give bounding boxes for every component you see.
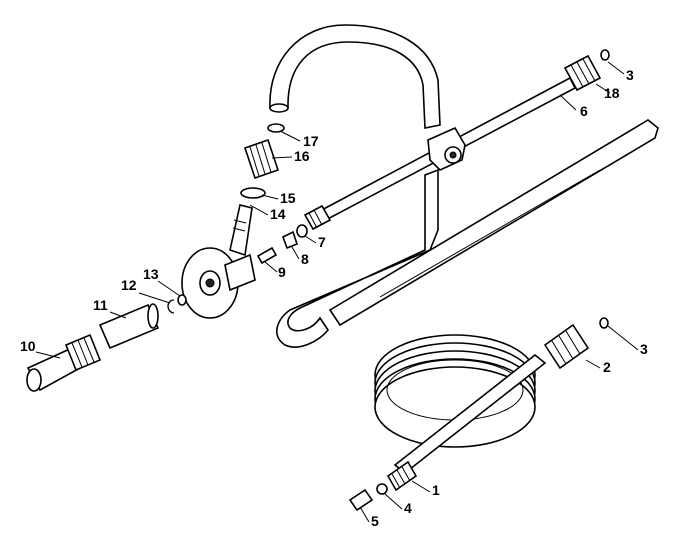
callout-17: 17	[303, 133, 319, 149]
o-ring-7	[296, 224, 308, 238]
nipple-5	[348, 488, 374, 512]
curved-hose	[269, 24, 441, 129]
callout-9: 9	[278, 264, 286, 280]
leader-lines	[35, 61, 639, 523]
callout-18: 18	[604, 85, 620, 101]
callout-16: 16	[294, 148, 310, 164]
callout-8: 8	[301, 251, 309, 267]
callout-labels: 1 2 3 3 4 5 6 7 8 9 10 11 12 13 14 15 16…	[20, 67, 648, 529]
callout-11: 11	[93, 297, 108, 313]
knurled-nut	[243, 138, 280, 180]
callout-15: 15	[280, 190, 296, 206]
lance-clamp	[427, 126, 466, 171]
callout-4: 4	[404, 500, 412, 516]
circlip-12	[167, 299, 175, 314]
o-ring-3	[599, 317, 609, 329]
nozzle-disk	[181, 204, 256, 319]
pin-9	[256, 246, 278, 265]
fitting-8	[282, 230, 298, 250]
callout-3-bottom: 3	[640, 341, 648, 357]
lance-end-fitting	[563, 54, 602, 92]
grip-handle	[26, 333, 102, 392]
ring-13	[177, 294, 187, 306]
callout-12: 12	[121, 277, 137, 293]
callout-10: 10	[20, 338, 36, 354]
hose-end-fitting	[386, 460, 418, 492]
callout-13: 13	[143, 266, 159, 282]
callout-6: 6	[580, 103, 588, 119]
callout-3-top: 3	[626, 67, 634, 83]
washer-4	[376, 483, 388, 495]
callout-1: 1	[432, 482, 440, 498]
callout-14: 14	[270, 206, 286, 222]
o-ring-top	[600, 49, 610, 61]
extension-tube	[98, 303, 160, 350]
gun-holder	[276, 119, 659, 348]
ring-17	[267, 123, 285, 133]
coiled-hose	[374, 334, 547, 475]
callout-2: 2	[603, 359, 611, 375]
ring-15	[240, 187, 266, 199]
callout-7: 7	[318, 234, 326, 250]
callout-5: 5	[371, 513, 379, 529]
hose-coupling	[543, 323, 590, 370]
